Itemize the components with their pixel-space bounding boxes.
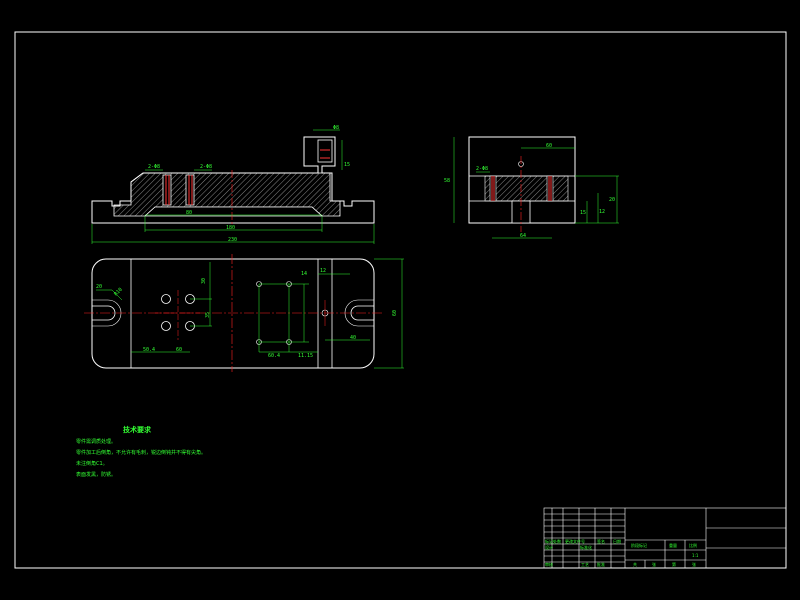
tb-mark: 标记 [545,538,553,544]
front-dim-lug-top: Φ8 [333,125,339,131]
tb-date: 日期 [613,538,621,544]
front-dim-lug-side: 15 [344,162,350,168]
top-dim-d: 60 [176,347,182,353]
tb-scale-label: 比例 [689,542,697,548]
top-dim-b: 35 [205,312,211,318]
top-dim-slot-w: 20 [96,284,102,290]
front-dim-middle: 180 [226,225,235,231]
front-hole-1 [162,174,172,206]
side-dim-r2: 12 [599,209,605,215]
tb-review: 审核 [545,561,553,567]
top-view-outline [91,258,375,369]
notes-title: 技术要求 [123,425,152,434]
front-dim-right-label: 2-Φ8 [200,164,212,170]
tb-standard: 标准化 [580,544,592,550]
tb-change-doc: 更改文件号 [565,538,585,544]
side-dim-top: 60 [546,143,552,149]
top-hole-3 [161,321,171,331]
top-dim-a: 30 [201,278,207,284]
tb-weight-label: 重量 [669,542,677,548]
tb-page: 第 [672,561,676,567]
left-slot [92,305,116,321]
side-view: 60 64 58 2-Φ8 15 12 20 [444,136,619,239]
top-dim-h: 11.15 [298,353,313,359]
top-view: 20 R10 30 35 50.4 60 12 14 60.4 11.15 40… [84,254,404,372]
top-dim-i: 40 [350,335,356,341]
notes-line-4: 表面发黑，防锈。 [76,471,116,478]
tb-stage-label: 阶段标记 [631,542,647,548]
tb-sheet: 共 [633,561,637,567]
notes-line-3: 未注倒角C1。 [76,460,108,467]
tb-page-of: 张 [692,561,696,567]
front-dim-overall: 230 [228,237,237,243]
notes-line-1: 零件需调质处理。 [76,438,116,445]
top-hole-1 [161,294,171,304]
front-view-outline [91,136,375,224]
front-view-pocket [143,206,324,217]
front-view: 80 180 230 2-Φ8 2-Φ8 Φ8 15 [91,125,375,244]
top-dim-height: 60 [392,310,398,316]
top-dim-slot-r: R10 [113,287,124,298]
title-block-text: 标记 处数 更改文件号 签名 日期 设计 标准化 审核 工艺 批准 阶段标记 重… [545,538,699,567]
side-dim-r3: 20 [609,197,615,203]
top-dim-f: 14 [301,271,307,277]
front-hole-2 [185,174,195,206]
tb-sign: 签名 [597,538,605,544]
front-dim-inner: 80 [186,210,192,216]
notes-line-2: 零件加工后倒角，不允许有毛刺，锐边倒钝并不得有尖角。 [76,449,206,456]
top-dim-c: 50.4 [143,347,155,353]
tb-design: 设计 [545,544,553,550]
tb-scale-value: 1:1 [692,553,699,558]
tb-count: 处数 [553,538,561,544]
tb-approve: 批准 [597,561,605,567]
side-dim-hole-label: 2-Φ8 [476,166,488,172]
drawing-frame [14,31,787,569]
front-dim-left-label: 2-Φ8 [148,164,160,170]
top-dim-e: 12 [320,268,326,274]
tb-sheet-of: 张 [652,561,656,567]
technical-notes: 技术要求 零件需调质处理。 零件加工后倒角，不允许有毛刺，锐边倒钝并不得有尖角。… [76,425,206,478]
tb-process: 工艺 [581,562,589,567]
top-dim-g: 60.4 [268,353,280,359]
side-dim-r1: 15 [580,210,586,216]
side-view-hatch [484,175,569,202]
side-dim-bottom: 64 [520,233,526,239]
title-block [543,507,787,569]
side-dim-height: 58 [444,178,450,184]
right-slot [350,305,374,321]
